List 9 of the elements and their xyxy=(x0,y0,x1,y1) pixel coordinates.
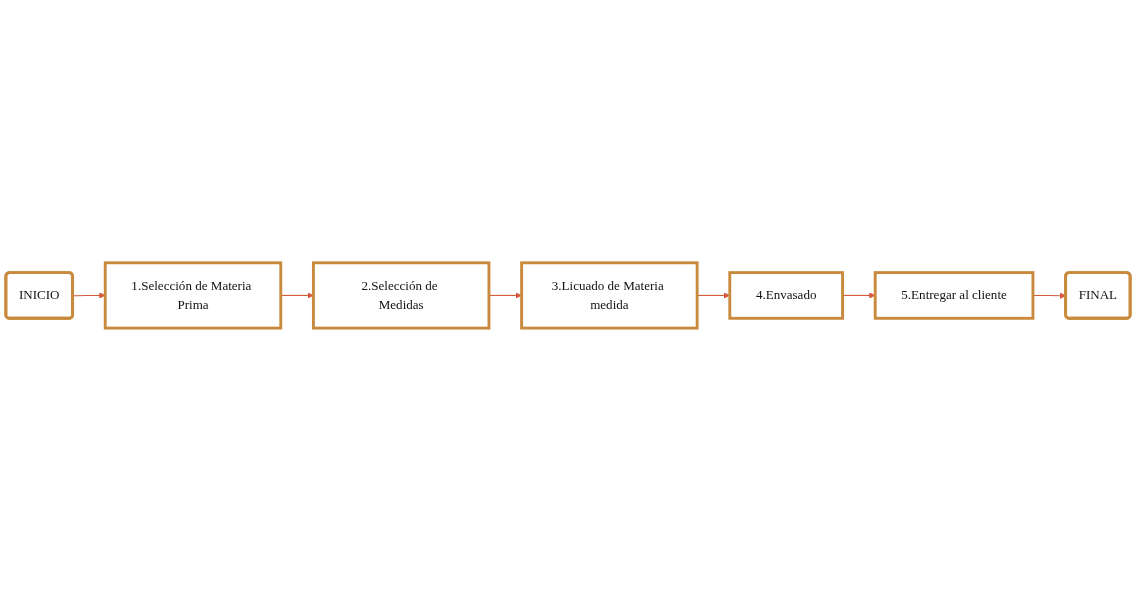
arrow xyxy=(488,291,522,299)
node-box: 4.Envasado xyxy=(728,270,845,320)
arrow xyxy=(842,291,876,299)
arrow xyxy=(72,291,106,299)
node-box: 3.Licuado de Materia medida xyxy=(520,260,699,330)
node-box: 2.Selección de Medidas xyxy=(311,260,491,330)
arrow xyxy=(280,291,314,299)
node-box: 1.Selección de Materia Prima xyxy=(103,260,283,330)
node-box: 5.Entregar al cliente xyxy=(873,270,1035,320)
